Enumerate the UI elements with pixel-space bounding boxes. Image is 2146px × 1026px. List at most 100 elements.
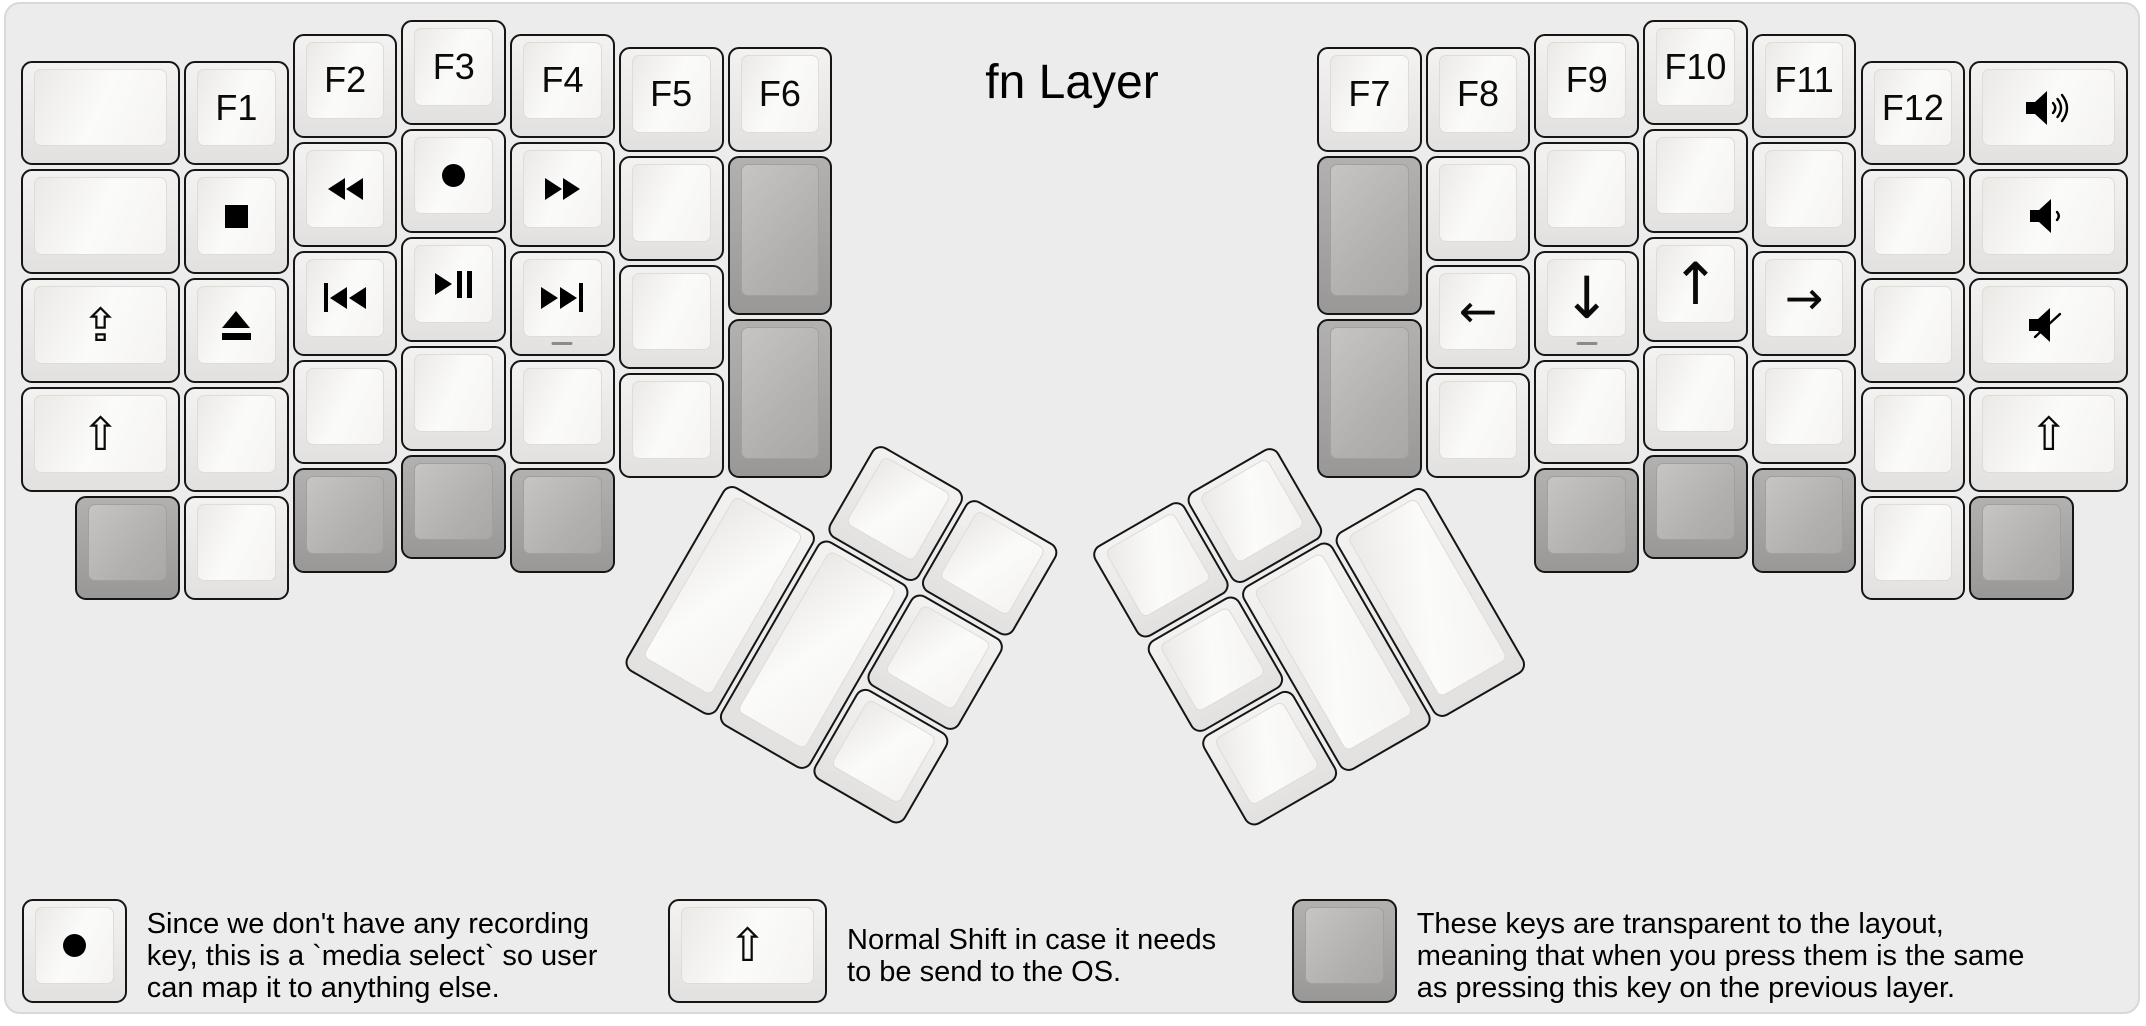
key-blank[interactable] (1425, 373, 1531, 478)
key-f5[interactable]: F5 (618, 47, 724, 152)
key-blank[interactable] (1860, 169, 1966, 275)
key-blank[interactable] (1643, 346, 1748, 451)
keycap-top (523, 476, 602, 555)
keycap-top (1547, 476, 1627, 555)
key-arrow-down[interactable]: ↓ (1534, 250, 1640, 356)
key-arrow-up[interactable]: ↑ (1643, 237, 1748, 343)
key-label: F7 (1348, 73, 1391, 115)
key-blank[interactable] (618, 373, 724, 478)
key-transparent[interactable] (1751, 468, 1857, 574)
key-blank[interactable] (618, 264, 724, 370)
arrow-down-icon: ↓ (1562, 263, 1612, 332)
key-label: F11 (1774, 59, 1834, 101)
key-f8[interactable]: F8 (1425, 47, 1531, 152)
key-f10[interactable]: F10 (1643, 20, 1748, 125)
key-blank[interactable] (184, 386, 289, 492)
key-record[interactable] (401, 128, 507, 234)
key-transparent[interactable] (1534, 468, 1640, 574)
keycap-top: ← (1438, 272, 1518, 351)
keycap-top (1330, 326, 1409, 459)
key-shift[interactable]: ⇧ (21, 386, 181, 492)
key-caps-lock[interactable]: ⇪ (21, 278, 181, 383)
key-next-track[interactable] (510, 250, 615, 356)
key-blank[interactable] (1860, 495, 1966, 601)
key-stop[interactable] (184, 169, 289, 275)
key-blank[interactable] (1534, 142, 1640, 247)
key-f2[interactable]: F2 (292, 33, 398, 139)
key-eject[interactable] (184, 278, 289, 383)
key-f7[interactable]: F7 (1317, 47, 1422, 152)
shift-icon: ⇧ (2029, 406, 2068, 461)
key-blank[interactable] (1860, 278, 1966, 383)
keycap-top (1873, 503, 1953, 582)
key-transparent[interactable] (401, 454, 507, 560)
key-transparent[interactable] (727, 318, 833, 478)
keycap-top (197, 177, 276, 256)
key-transparent[interactable] (1969, 495, 2074, 601)
key-volume-up[interactable] (1969, 60, 2129, 166)
keycap-top (631, 272, 711, 351)
key-fast-forward[interactable] (510, 142, 615, 247)
key-arrow-right[interactable]: → (1751, 250, 1857, 356)
key-f3[interactable]: F3 (401, 20, 507, 125)
key-f9[interactable]: F9 (1534, 33, 1640, 139)
key-transparent[interactable] (292, 468, 398, 574)
key-blank[interactable] (618, 155, 724, 261)
key-transparent[interactable] (510, 468, 615, 574)
key-f6[interactable]: F6 (727, 47, 833, 152)
key-blank[interactable] (21, 169, 181, 275)
legend-text-line: meaning that when you press them is the … (1416, 939, 2025, 972)
key-blank[interactable] (21, 60, 181, 166)
key-blank[interactable] (292, 359, 398, 465)
key-blank[interactable] (1643, 128, 1748, 234)
key-blank[interactable] (1534, 359, 1640, 465)
key-transparent[interactable] (1643, 454, 1748, 560)
key-arrow-left[interactable]: ← (1425, 264, 1531, 370)
key-label: F5 (650, 73, 693, 115)
key-volume-down[interactable] (1969, 169, 2129, 275)
key-play-pause[interactable] (401, 237, 507, 343)
key-blank[interactable] (1751, 142, 1857, 247)
key-transparent[interactable] (1317, 155, 1422, 315)
key-transparent[interactable] (1317, 318, 1422, 478)
layer-title: fn Layer (985, 56, 1159, 109)
legend-key-shift: ⇧ (668, 898, 828, 1004)
key-f1[interactable]: F1 (184, 60, 289, 166)
key-prev-track[interactable] (292, 250, 398, 356)
keycap-top (1330, 163, 1409, 296)
keycap-top (1982, 286, 2116, 364)
key-transparent[interactable] (75, 495, 181, 601)
key-blank[interactable] (1751, 359, 1857, 465)
keycap-top: → (1764, 258, 1844, 337)
key-blank[interactable] (1425, 155, 1531, 261)
keycap-top (35, 906, 114, 985)
keycap-top: F12 (1873, 68, 1953, 147)
keycap-top (34, 177, 168, 256)
keycap-top (1873, 286, 1953, 364)
keycap-top: F10 (1656, 28, 1735, 106)
key-shift[interactable]: ⇧ (1969, 386, 2129, 492)
key-f12[interactable]: F12 (1860, 60, 1966, 166)
key-transparent[interactable] (727, 155, 833, 315)
keycap-top: ⇧ (34, 394, 168, 473)
key-f4[interactable]: F4 (510, 33, 615, 139)
keycap-top: ⇧ (1982, 394, 2116, 473)
keycap-top (305, 150, 385, 228)
key-blank[interactable] (401, 346, 507, 451)
legend-text: These keys are transparent to the layout… (1417, 899, 2025, 1004)
key-label: F8 (1457, 73, 1500, 115)
prev-track-icon (324, 283, 367, 313)
key-rewind[interactable] (292, 142, 398, 247)
keycap-top (1982, 68, 2116, 147)
keycap-top (631, 163, 711, 242)
key-label: F6 (758, 73, 801, 115)
key-blank[interactable] (184, 495, 289, 601)
key-blank[interactable] (510, 359, 615, 465)
key-blank[interactable] (1860, 386, 1966, 492)
key-f11[interactable]: F11 (1751, 33, 1857, 139)
mute-icon (2027, 306, 2071, 344)
key-mute[interactable] (1969, 278, 2129, 383)
keycap-top: F4 (523, 41, 602, 120)
keycap-top (740, 326, 820, 459)
